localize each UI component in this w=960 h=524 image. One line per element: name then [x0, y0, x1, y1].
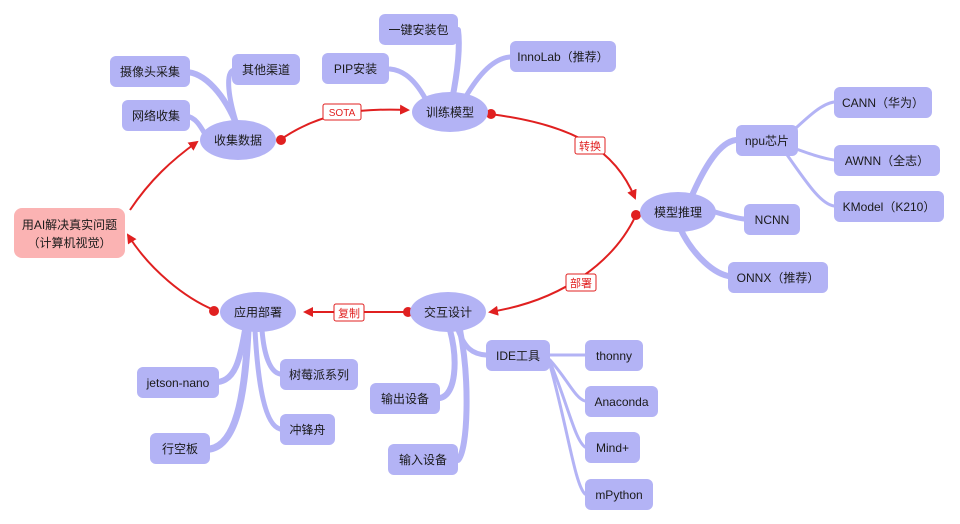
leaf-kmodel[interactable]: KModel（K210）: [834, 191, 944, 222]
branch-train-pip: [387, 66, 428, 101]
cycle-edge-labels: SOTA 转换 部署 复制: [322, 103, 606, 322]
leaf-ncnn[interactable]: NCNN: [744, 204, 800, 235]
arrow-root-collect: [129, 140, 199, 211]
leaf-pkg-label: 一键安装包: [388, 22, 448, 37]
edge-label-sota-text: SOTA: [329, 108, 356, 119]
leaf-npu-label: npu芯片: [745, 134, 789, 148]
edge-label-convert: 转换: [574, 136, 606, 155]
branch-ide-mpython: [548, 363, 587, 496]
branch-infer-ncnn: [712, 209, 747, 222]
leaf-cann-label: CANN（华为）: [842, 96, 924, 110]
branch-deploy-pi: [259, 327, 283, 377]
leaf-ide[interactable]: IDE工具: [486, 340, 550, 371]
node-train-label: 训练模型: [426, 105, 474, 120]
node-collect-label: 收集数据: [214, 133, 262, 148]
leaf-npu[interactable]: npu芯片: [736, 125, 798, 156]
leaf-in[interactable]: 输入设备: [388, 444, 458, 475]
node-interact-label: 交互设计: [424, 305, 472, 320]
leaf-jetson[interactable]: jetson-nano: [137, 367, 219, 398]
leaf-thonny-label: thonny: [596, 349, 632, 363]
leaf-onnx[interactable]: ONNX（推荐）: [728, 262, 828, 293]
leaf-pip-label: PIP安装: [334, 61, 377, 76]
leaf-onnx-label: ONNX（推荐）: [737, 271, 820, 285]
leaf-chong[interactable]: 冲锋舟: [280, 414, 335, 445]
leaf-ncnn-label: NCNN: [755, 213, 790, 227]
dot-deploy: [209, 306, 219, 316]
leaf-awnn[interactable]: AWNN（全志）: [834, 145, 940, 176]
branch-ide-anaconda: [548, 358, 587, 403]
leaf-pi[interactable]: 树莓派系列: [280, 359, 358, 390]
leaf-xing-label: 行空板: [162, 442, 198, 456]
branch-interact-in: [455, 327, 470, 463]
leaf-jetson-label: jetson-nano: [146, 376, 210, 390]
arrow-train-infer: [489, 113, 637, 200]
node-deploy-label: 应用部署: [234, 305, 282, 320]
leaf-camera[interactable]: 摄像头采集: [110, 56, 190, 87]
node-train[interactable]: 训练模型: [412, 92, 488, 132]
leaf-anaconda-label: Anaconda: [594, 395, 648, 409]
leaf-camera-label: 摄像头采集: [120, 64, 180, 79]
dot-infer: [631, 210, 641, 220]
leaf-nodes: 摄像头采集 其他渠道 网络收集 一键安装包 PIP安装 InnoLab（推荐） …: [110, 14, 944, 510]
leaf-awnn-label: AWNN（全志）: [845, 153, 929, 168]
root-node-line1: 用AI解决真实问题: [22, 217, 117, 232]
root-node[interactable]: 用AI解决真实问题 （计算机视觉）: [14, 208, 125, 258]
leaf-pkg[interactable]: 一键安装包: [379, 14, 458, 45]
leaf-innolab[interactable]: InnoLab（推荐）: [510, 41, 616, 72]
cycle-nodes: 收集数据 训练模型 模型推理 交互设计 应用部署: [200, 92, 716, 332]
leaf-innolab-label: InnoLab（推荐）: [517, 50, 608, 64]
leaf-chong-label: 冲锋舟: [289, 422, 325, 437]
edge-label-convert-text: 转换: [579, 139, 601, 153]
root-node-line2: （计算机视觉）: [27, 235, 111, 250]
leaf-thonny[interactable]: thonny: [585, 340, 643, 371]
edge-label-sota: SOTA: [322, 103, 362, 121]
branch-deploy-chong: [252, 327, 283, 432]
arrow-deploy-root: [126, 233, 215, 311]
leaf-ide-label: IDE工具: [496, 349, 540, 363]
leaf-web-label: 网络收集: [132, 108, 180, 123]
leaf-mpython[interactable]: mPython: [585, 479, 653, 510]
branch-collect-other: [226, 67, 241, 131]
branch-deploy-xing: [206, 326, 252, 453]
branch-npu-kmodel: [783, 150, 836, 208]
arrow-infer-interact: [488, 214, 637, 316]
dot-collect: [276, 135, 286, 145]
branch-ide-mind: [548, 360, 587, 449]
leaf-pi-label: 树莓派系列: [289, 367, 349, 382]
branch-infer-npu: [687, 137, 739, 203]
leaf-in-label: 输入设备: [399, 452, 447, 467]
leaf-other-label: 其他渠道: [242, 63, 290, 77]
leaf-mind-label: Mind+: [596, 441, 629, 455]
node-collect[interactable]: 收集数据: [200, 120, 276, 160]
leaf-xing[interactable]: 行空板: [150, 433, 210, 464]
edge-label-deploy: 部署: [565, 273, 597, 292]
leaf-mpython-label: mPython: [595, 488, 642, 502]
node-interact[interactable]: 交互设计: [410, 292, 486, 332]
leaf-mind[interactable]: Mind+: [585, 432, 640, 463]
branch-deploy-jetson: [215, 327, 248, 385]
leaf-kmodel-label: KModel（K210）: [843, 200, 936, 214]
branch-connectors: [182, 27, 836, 496]
leaf-out[interactable]: 输出设备: [370, 383, 440, 414]
leaf-other[interactable]: 其他渠道: [232, 54, 300, 85]
dot-train: [486, 109, 496, 119]
node-deploy[interactable]: 应用部署: [220, 292, 296, 332]
node-infer[interactable]: 模型推理: [640, 192, 716, 232]
node-infer-label: 模型推理: [654, 206, 702, 220]
leaf-cann[interactable]: CANN（华为）: [834, 87, 932, 118]
branch-infer-onnx: [677, 225, 731, 279]
edge-label-copy-text: 复制: [338, 306, 360, 320]
branch-interact-out: [437, 327, 458, 401]
leaf-pip[interactable]: PIP安装: [322, 53, 389, 84]
leaf-out-label: 输出设备: [381, 391, 429, 406]
leaf-anaconda[interactable]: Anaconda: [585, 386, 658, 417]
leaf-web[interactable]: 网络收集: [122, 100, 190, 131]
branch-train-pkg: [449, 27, 462, 103]
edge-label-copy: 复制: [333, 303, 365, 322]
branch-train-innolab: [462, 54, 513, 101]
edge-label-deploy-text: 部署: [570, 276, 592, 290]
